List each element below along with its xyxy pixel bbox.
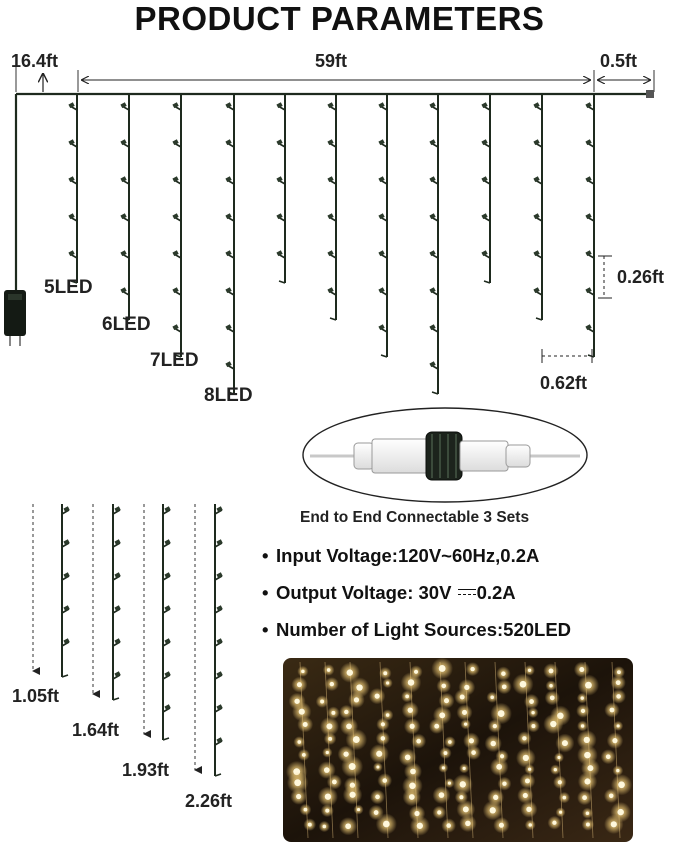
- spec-text: Number of Light Sources:520LED: [276, 619, 572, 640]
- spec-text-suffix: 0.2A: [476, 582, 516, 603]
- power-plug: [4, 290, 26, 336]
- drop-length-strand: [92, 504, 121, 701]
- drop-length-label: 1.93ft: [122, 760, 170, 780]
- led-spacing-label: 0.26ft: [617, 267, 665, 287]
- bullet-icon: •: [262, 545, 269, 566]
- connector-label: End to End Connectable 3 Sets: [300, 509, 530, 526]
- drop-strand: [172, 94, 182, 358]
- drop-spacing-label: 0.62ft: [540, 373, 588, 393]
- spec-input-voltage: • Input Voltage:120V~60Hz,0.2A: [262, 545, 539, 567]
- product-photo: [283, 657, 633, 842]
- drop-length-label: 1.64ft: [72, 720, 120, 740]
- drop-strand: [68, 94, 78, 284]
- spec-light-sources: • Number of Light Sources:520LED: [262, 619, 571, 641]
- drop-strand: [120, 94, 130, 321]
- spec-output-voltage: • Output Voltage: 30V 0.2A: [262, 582, 516, 604]
- drop-length-strand: [194, 504, 223, 777]
- bullet-icon: •: [262, 619, 269, 640]
- drop-strand: [225, 94, 235, 395]
- drop-strand: [327, 94, 337, 321]
- drop-strand: [378, 94, 388, 358]
- drop-strand: [481, 94, 491, 284]
- end-cap: [646, 90, 654, 98]
- drop-group: [68, 94, 595, 395]
- lead-length-label: 16.4ft: [11, 51, 59, 71]
- drop-length-strand: [143, 504, 171, 741]
- led-count-label: 7LED: [150, 350, 199, 371]
- main-length-label: 59ft: [315, 51, 348, 71]
- led-count-label: 6LED: [102, 314, 151, 335]
- dc-symbol-icon: [457, 587, 476, 597]
- spec-text: Input Voltage:120V~60Hz,0.2A: [276, 545, 540, 566]
- end-length-label: 0.5ft: [600, 51, 638, 71]
- drop-length-strand: [32, 504, 70, 678]
- page-title: PRODUCT PARAMETERS: [134, 0, 545, 37]
- spec-text: Output Voltage: 30V: [276, 582, 452, 603]
- drop-length-label: 1.05ft: [12, 686, 60, 706]
- connector-illustration: [302, 407, 588, 503]
- bullet-icon: •: [262, 582, 269, 603]
- drop-length-label: 2.26ft: [185, 791, 233, 811]
- drop-length-examples: [32, 504, 223, 777]
- drop-strand: [533, 94, 543, 321]
- drop-strand: [276, 94, 286, 284]
- led-count-label: 5LED: [44, 277, 93, 298]
- drop-strand: [429, 94, 439, 395]
- drop-strand: [585, 94, 595, 358]
- led-count-label: 8LED: [204, 385, 253, 406]
